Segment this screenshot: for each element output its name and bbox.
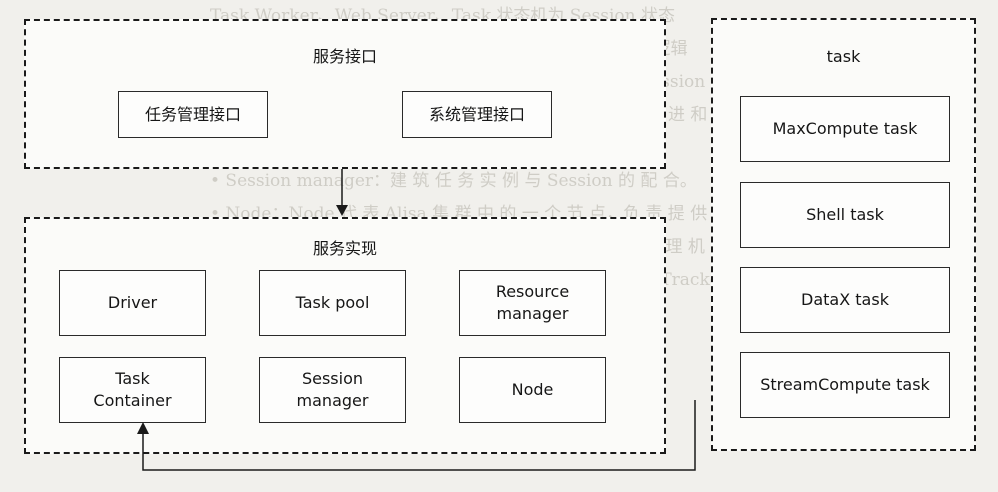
session-manager-box: Session manager [259,357,406,423]
task-pool-box: Task pool [259,270,406,336]
arrow-down-connector [336,169,348,216]
driver-box: Driver [59,270,206,336]
shell-task-box: Shell task [740,182,950,248]
service-implementation-group: 服务实现 Driver Task pool Resource manager T… [24,217,666,454]
maxcompute-task-box: MaxCompute task [740,96,950,162]
task-panel-title: task [826,47,861,66]
task-to-container-connector [137,400,696,471]
task-container-box: Task Container [59,357,206,423]
background-line: • Session manager：建 筑 任 务 实 例 与 Session … [210,171,697,191]
datax-task-box: DataX task [740,267,950,333]
task-panel: task MaxCompute task Shell task DataX ta… [711,18,976,451]
service-implementation-title: 服务实现 [312,239,377,258]
service-interface-group: 服务接口 任务管理接口 系统管理接口 [24,19,666,169]
system-management-interface-box: 系统管理接口 [402,91,552,138]
service-interface-title: 服务接口 [312,47,377,66]
streamcompute-task-box: StreamCompute task [740,352,950,418]
node-box: Node [459,357,606,423]
task-management-interface-box: 任务管理接口 [118,91,268,138]
resource-manager-box: Resource manager [459,270,606,336]
